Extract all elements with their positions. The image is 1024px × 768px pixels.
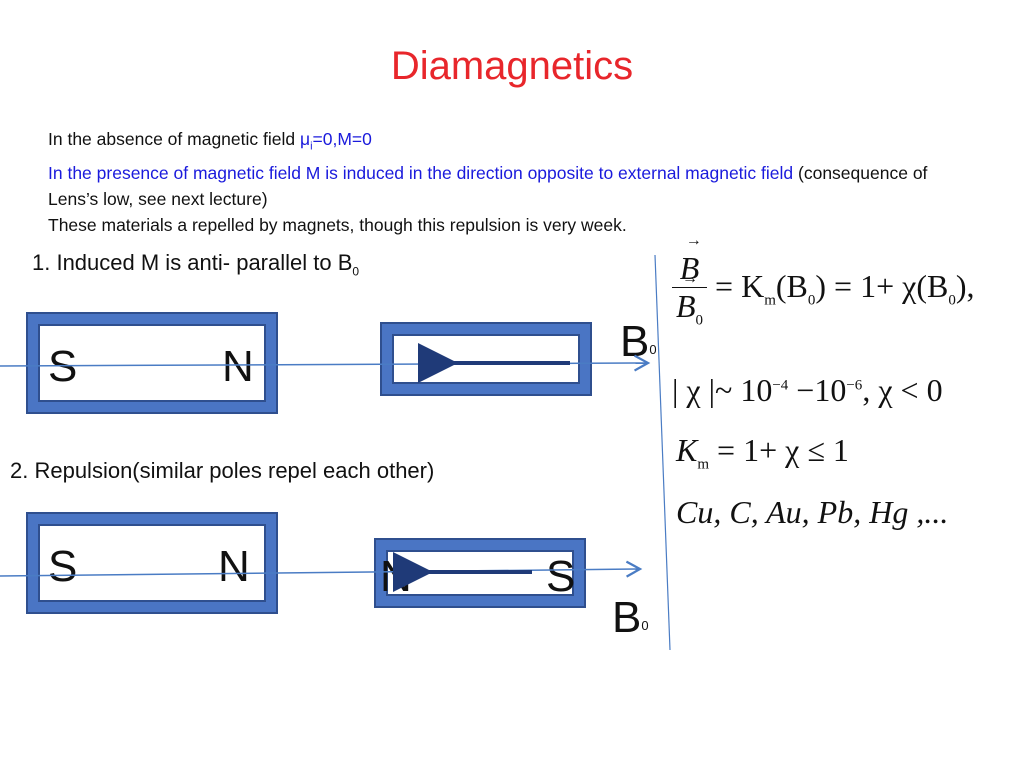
equation-km: B B0 = Km(B0) = 1+ χ(B0), bbox=[672, 232, 974, 329]
line-absence: In the absence of magnetic field μi=0,M=… bbox=[48, 129, 372, 153]
line-repelled: These materials a repelled by magnets, t… bbox=[48, 214, 627, 235]
divider-line bbox=[654, 254, 671, 651]
pole-n-1: N bbox=[222, 342, 254, 391]
field-label-b0-2: B0 bbox=[612, 593, 649, 642]
heading-induced: 1. Induced M is anti- parallel to B0 bbox=[32, 250, 360, 279]
intro-paragraph: In the absence of magnetic field μi=0,M=… bbox=[48, 126, 928, 238]
equation-examples: Cu, C, Au, Pb, Hg ,... bbox=[676, 494, 949, 530]
equation-km-leq: Km = 1+ χ ≤ 1 bbox=[676, 432, 849, 473]
pole-s-small: S bbox=[546, 552, 576, 601]
large-magnet-1 bbox=[26, 312, 278, 414]
line-presence: In the presence of magnetic field M is i… bbox=[48, 162, 928, 209]
small-sample-1 bbox=[380, 322, 592, 396]
heading-repulsion: 2. Repulsion(similar poles repel each ot… bbox=[10, 458, 435, 483]
pole-n-2: N bbox=[218, 542, 250, 591]
external-field-line-2 bbox=[0, 560, 643, 578]
slide-title: Diamagnetics bbox=[390, 44, 634, 88]
pole-s-2: S bbox=[48, 542, 78, 591]
large-magnet-2 bbox=[26, 512, 278, 614]
equation-chi: | χ |~ 10−4 −10−6, χ < 0 bbox=[672, 372, 943, 408]
